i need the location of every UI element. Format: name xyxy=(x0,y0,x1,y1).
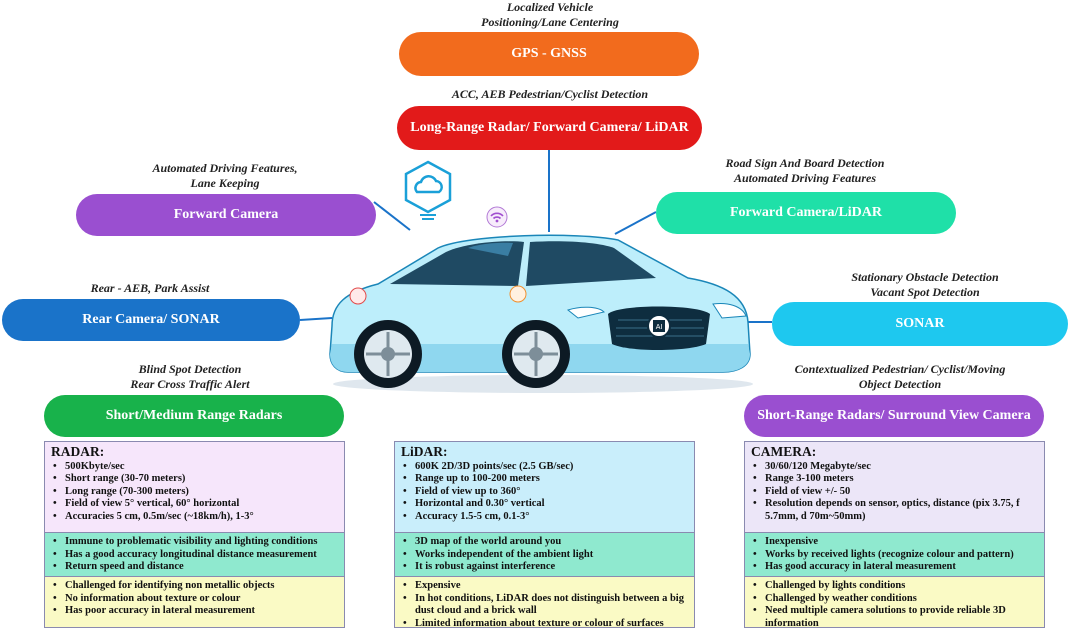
forward-camera-node: Forward Camera xyxy=(76,194,376,236)
camera-specs: CAMERA: 30/60/120 Megabyte/sec Range 3-1… xyxy=(745,442,1044,532)
lidar-pros: 3D map of the world around you Works ind… xyxy=(395,532,694,576)
connector-rear xyxy=(299,317,333,321)
connector-forward-camera xyxy=(373,201,411,231)
radar-panel: RADAR: 500Kbyte/sec Short range (30-70 m… xyxy=(44,441,345,628)
radar-specs: RADAR: 500Kbyte/sec Short range (30-70 m… xyxy=(45,442,344,532)
camera-cons: Challenged by lights conditions Challeng… xyxy=(745,576,1044,630)
lidar-con-item: In hot conditions, LiDAR does not distin… xyxy=(403,593,688,618)
radar-title: RADAR: xyxy=(51,444,105,459)
radar-pro-item: Return speed and distance xyxy=(53,561,338,574)
camera-con-item: Challenged by weather conditions xyxy=(753,593,1038,606)
camera-pro-item: Inexpensive xyxy=(753,536,1038,549)
radar-pros: Immune to problematic visibility and lig… xyxy=(45,532,344,576)
lidar-spec-item: 600K 2D/3D points/sec (2.5 GB/sec) xyxy=(403,461,688,474)
lidar-con-item: Expensive xyxy=(403,580,688,593)
connector-forward-camera-lidar xyxy=(614,211,657,235)
forward-camera-lidar-node: Forward Camera/LiDAR xyxy=(656,192,956,234)
lidar-spec-item: Field of view up to 360° xyxy=(403,486,688,499)
camera-title: CAMERA: xyxy=(751,444,817,459)
wifi-icon xyxy=(486,206,508,228)
forward-camera-caption: Automated Driving Features,Lane Keeping xyxy=(152,161,298,190)
lidar-specs: LiDAR: 600K 2D/3D points/sec (2.5 GB/sec… xyxy=(395,442,694,532)
lidar-pro-item: It is robust against interference xyxy=(403,561,688,574)
camera-spec-item: Field of view +/- 50 xyxy=(753,486,1038,499)
radar-con-item: Has poor accuracy in lateral measurement xyxy=(53,605,338,618)
rear-caption: Rear - AEB, Park Assist xyxy=(90,281,210,295)
rear-camera-sonar-node: Rear Camera/ SONAR xyxy=(2,299,300,341)
longrange-caption: ACC, AEB Pedestrian/Cyclist Detection xyxy=(451,87,649,101)
lidar-pro-item: 3D map of the world around you xyxy=(403,536,688,549)
camera-con-item: Need multiple camera solutions to provid… xyxy=(753,605,1038,630)
radar-spec-item: Long range (70-300 meters) xyxy=(53,486,338,499)
radar-spec-item: Accuracies 5 cm, 0.5m/sec (~18km/h), 1-3… xyxy=(53,511,338,524)
radar-con-item: No information about texture or colour xyxy=(53,593,338,606)
gps-gnss-node: GPS - GNSS xyxy=(399,32,699,76)
short-range-surround-node: Short-Range Radars/ Surround View Camera xyxy=(744,395,1044,437)
radar-pro-item: Immune to problematic visibility and lig… xyxy=(53,536,338,549)
radar-spec-item: Field of view 5° vertical, 60° horizonta… xyxy=(53,498,338,511)
cloud-hexagon-icon xyxy=(404,160,452,220)
sonar-node: SONAR xyxy=(772,302,1068,346)
radar-spec-item: 500Kbyte/sec xyxy=(53,461,338,474)
lidar-spec-item: Accuracy 1.5-5 cm, 0.1-3° xyxy=(403,511,688,524)
longrange-radar-node: Long-Range Radar/ Forward Camera/ LiDAR xyxy=(397,106,702,150)
lidar-con-item: Limited information about texture or col… xyxy=(403,618,688,631)
camera-con-item: Challenged by lights conditions xyxy=(753,580,1038,593)
camera-pro-item: Has good accuracy in lateral measurement xyxy=(753,561,1038,574)
car-illustration: AI xyxy=(329,234,753,393)
lidar-panel: LiDAR: 600K 2D/3D points/sec (2.5 GB/sec… xyxy=(394,441,695,630)
lidar-spec-item: Horizontal and 0.30° vertical xyxy=(403,498,688,511)
short-range-surround-caption: Contextualized Pedestrian/ Cyclist/Movin… xyxy=(794,362,1006,391)
lidar-cons: Expensive In hot conditions, LiDAR does … xyxy=(395,576,694,630)
camera-spec-item: Resolution depends on sensor, optics, di… xyxy=(753,498,1038,523)
radar-spec-item: Short range (30-70 meters) xyxy=(53,473,338,486)
camera-spec-item: 30/60/120 Megabyte/sec xyxy=(753,461,1038,474)
camera-pro-item: Works by received lights (recognize colo… xyxy=(753,549,1038,562)
radar-cons: Challenged for identifying non metallic … xyxy=(45,576,344,627)
radar-pro-item: Has a good accuracy longitudinal distanc… xyxy=(53,549,338,562)
lidar-pro-item: Works independent of the ambient light xyxy=(403,549,688,562)
camera-pros: Inexpensive Works by received lights (re… xyxy=(745,532,1044,576)
short-medium-radars-node: Short/Medium Range Radars xyxy=(44,395,344,437)
lidar-title: LiDAR: xyxy=(401,444,448,459)
radar-con-item: Challenged for identifying non metallic … xyxy=(53,580,338,593)
camera-panel: CAMERA: 30/60/120 Megabyte/sec Range 3-1… xyxy=(744,441,1045,630)
camera-spec-item: Range 3-100 meters xyxy=(753,473,1038,486)
ai-chip-label: AI xyxy=(656,324,663,331)
lidar-spec-item: Range up to 100-200 meters xyxy=(403,473,688,486)
